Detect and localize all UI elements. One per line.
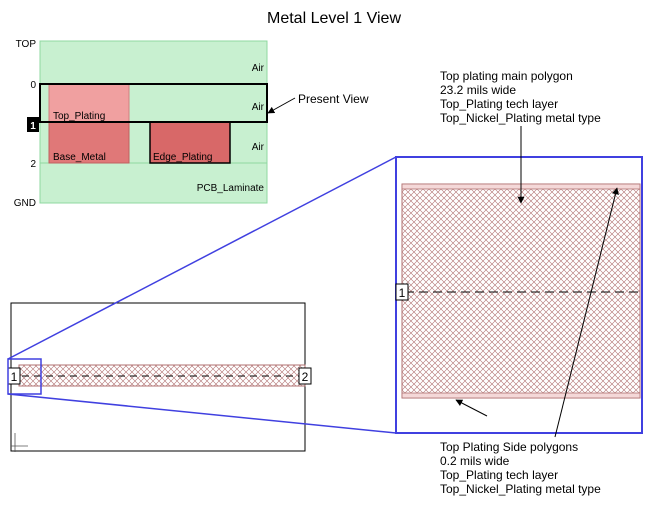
air-mid-label: Air: [252, 102, 265, 113]
base-metal-label: Base_Metal: [53, 152, 106, 163]
stackup-panel: Air Air Air Top_Plating Base_Metal Edge_…: [14, 39, 369, 209]
level-1-label: 1: [30, 121, 36, 132]
zoom-port-label: 1: [399, 286, 406, 300]
level-2-label: 2: [30, 159, 36, 170]
base-metal-layer[interactable]: [48, 121, 130, 164]
annotation-line: 23.2 mils wide: [440, 83, 516, 97]
bottom-side-polygon[interactable]: [401, 392, 641, 399]
annotation-line: Top Plating Side polygons: [440, 440, 578, 454]
current-level-marker[interactable]: [27, 117, 39, 132]
annotation-line: Top_Plating tech layer: [440, 97, 558, 111]
port-1-label: 1: [11, 370, 18, 384]
port-2-box[interactable]: [298, 367, 312, 385]
annotation-arrow: [554, 187, 619, 438]
gnd-label: GND: [14, 198, 36, 209]
edge-plating-label: Edge_Plating: [153, 152, 213, 163]
zoom-port-box[interactable]: [395, 283, 409, 301]
zoom-region[interactable]: [7, 358, 42, 395]
level-0-label: 0: [30, 80, 36, 91]
page-title: Metal Level 1 View: [267, 10, 401, 27]
annotation-line: Top_Nickel_Plating metal type: [440, 482, 601, 496]
zoom-line-top: [7, 156, 397, 360]
side-polygon-annotation: Top Plating Side polygons 0.2 mils wide …: [440, 187, 619, 496]
present-view-frame: [39, 83, 268, 123]
air-low-label: Air: [252, 142, 265, 153]
annotation-line: Top_Nickel_Plating metal type: [440, 111, 601, 125]
present-view-label: Present View: [298, 92, 369, 106]
main-polygon-annotation: Top plating main polygon 23.2 mils wide …: [440, 69, 601, 204]
layout-preview: 1 2: [7, 302, 312, 452]
zoom-line-bottom: [7, 393, 397, 434]
edge-plating-layer[interactable]: [149, 121, 231, 164]
port-2-label: 2: [302, 370, 309, 384]
present-view-arrow: [267, 97, 296, 114]
top-label: TOP: [16, 39, 37, 50]
pcb-laminate-label: PCB_Laminate: [197, 183, 265, 194]
zoomed-view: 1: [395, 156, 643, 434]
main-polygon[interactable]: [401, 183, 641, 399]
annotation-line: Top_Plating tech layer: [440, 468, 558, 482]
annotation-line: 0.2 mils wide: [440, 454, 510, 468]
air-top-label: Air: [252, 63, 265, 74]
annotation-arrow: [455, 399, 488, 417]
annotation-line: Top plating main polygon: [440, 69, 573, 83]
top-plating-label: Top_Plating: [53, 111, 105, 122]
